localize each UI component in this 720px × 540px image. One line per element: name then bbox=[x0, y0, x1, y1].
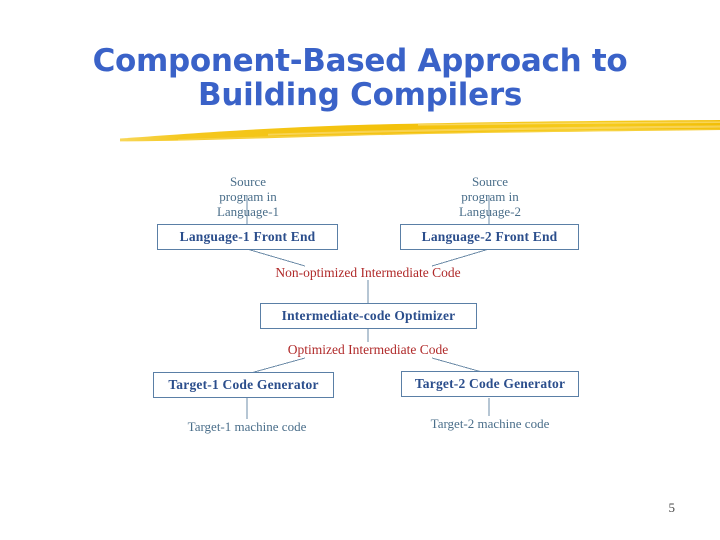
page-title: Component-Based Approach to Building Com… bbox=[0, 44, 720, 112]
target-2-code-generator[interactable]: Target-2 Code Generator bbox=[401, 371, 579, 397]
non-optimized-intermediate-code: Non-optimized Intermediate Code bbox=[275, 265, 461, 280]
target-1-machine-code: Target-1 machine code bbox=[187, 419, 307, 434]
source-program-language-2: Source program in Language-2 bbox=[458, 174, 522, 219]
page-title-line-2: Building Compilers bbox=[198, 77, 522, 113]
source-program-language-1: Source program in Language-1 bbox=[216, 174, 280, 219]
target-1-code-generator[interactable]: Target-1 Code Generator bbox=[153, 372, 334, 398]
page-title-line-1: Component-Based Approach to bbox=[92, 43, 628, 79]
language-2-front-end[interactable]: Language-2 Front End bbox=[400, 224, 579, 250]
language-1-front-end[interactable]: Language-1 Front End bbox=[157, 224, 338, 250]
optimized-intermediate-code: Optimized Intermediate Code bbox=[287, 342, 449, 357]
page-number: 5 bbox=[668, 500, 676, 515]
target-2-machine-code: Target-2 machine code bbox=[430, 416, 550, 431]
intermediate-code-optimizer[interactable]: Intermediate-code Optimizer bbox=[260, 303, 477, 329]
